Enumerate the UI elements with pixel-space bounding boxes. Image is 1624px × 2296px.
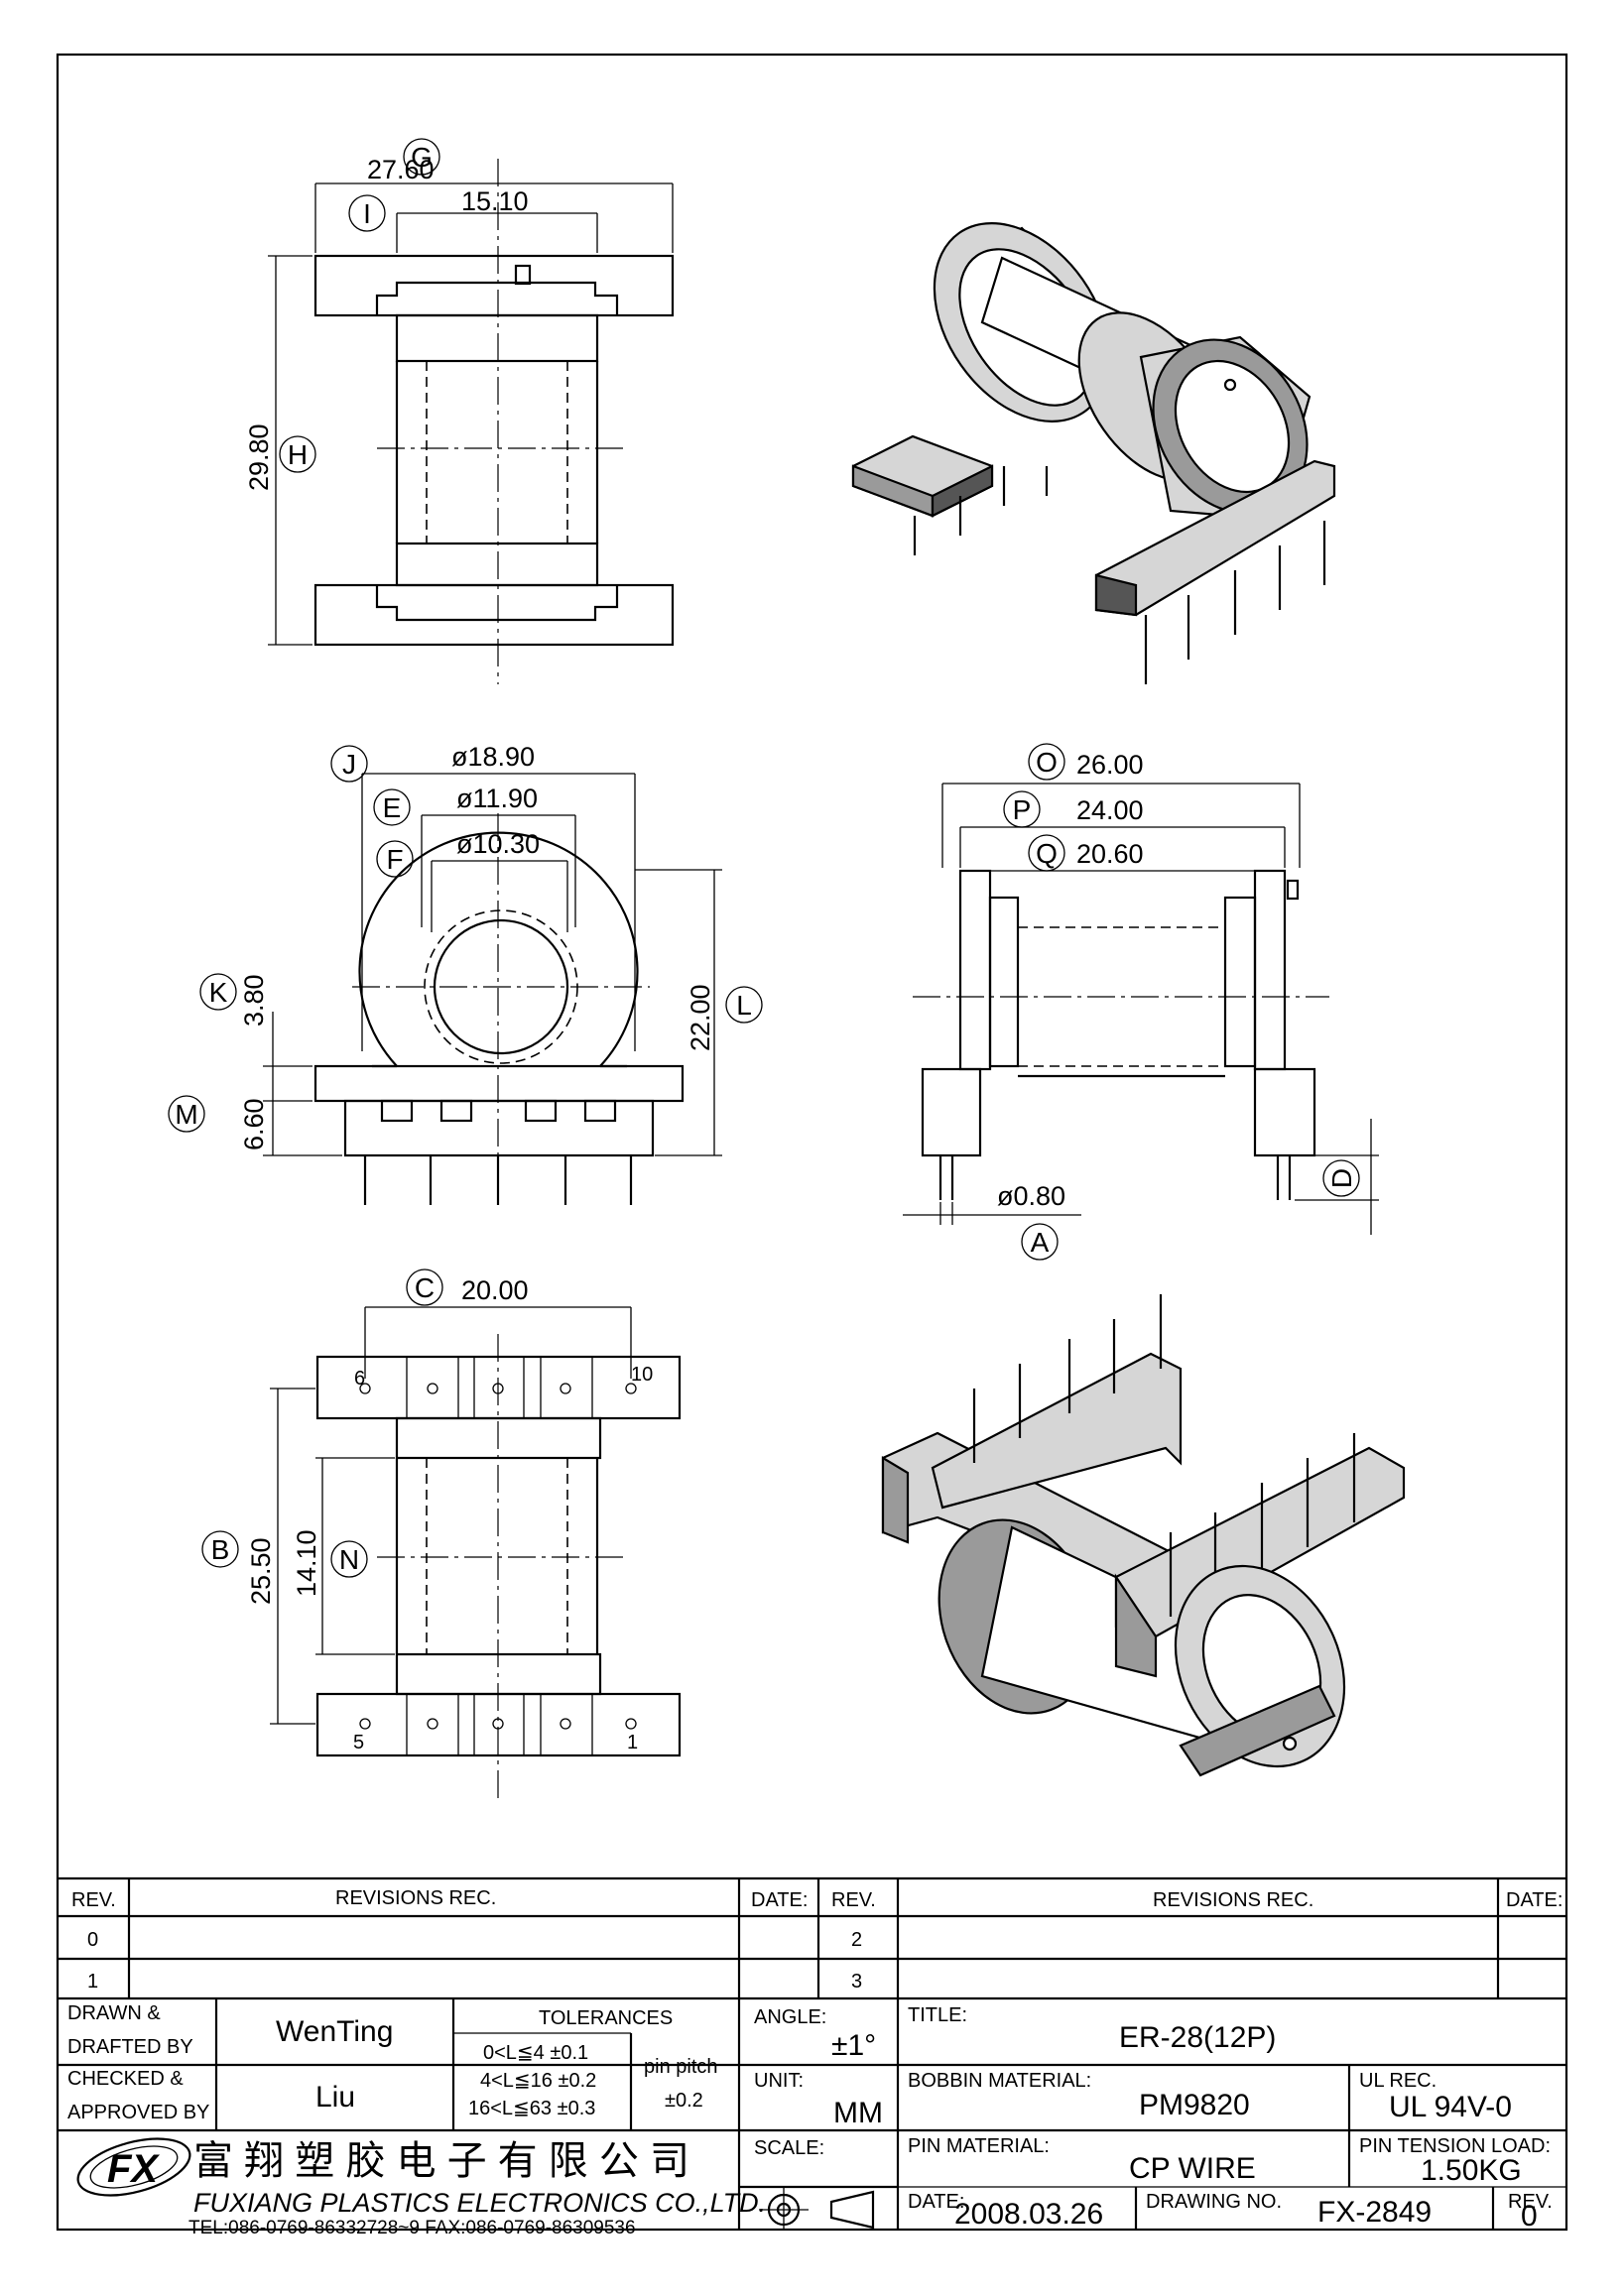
pin-number: 6 [354, 1368, 365, 1390]
dim-J-value: ø18.90 [451, 742, 535, 772]
dim-I-value: 15.10 [461, 186, 529, 216]
tolerances-label: TOLERANCES [539, 2007, 673, 2029]
date-header-right: DATE: [1506, 1889, 1562, 1911]
dim-N-value: 14.10 [292, 1529, 321, 1597]
rev-header-right: REV. [831, 1889, 876, 1911]
dim-G-label: G [411, 142, 433, 173]
ul-label: UL REC. [1359, 2070, 1437, 2092]
dim-B-value: 25.50 [246, 1537, 276, 1605]
bottom-view: 6 10 5 1 20.00 C 25.50 B 14.10 N [201, 1269, 682, 1800]
title-value: ER-28(12P) [1119, 2021, 1276, 2054]
dim-A-value: ø0.80 [997, 1181, 1065, 1211]
dim-O-value: 26.00 [1076, 750, 1144, 780]
projection-symbol-icon [759, 2187, 875, 2230]
logo-text: FX [107, 2147, 160, 2191]
company-name-cn: 富 翔 塑 胶 电 子 有 限 公 司 [193, 2139, 689, 2183]
dim-A-label: A [1031, 1227, 1050, 1258]
title-block: REV. REVISIONS REC. DATE: REV. REVISIONS… [58, 1876, 1566, 2238]
pin-pitch-value: ±0.2 [665, 2090, 703, 2112]
isometric-view-top [851, 222, 1336, 684]
dim-E-label: E [383, 792, 402, 823]
checked-by: Liu [315, 2081, 355, 2114]
company-logo: FX [76, 2137, 191, 2197]
dim-F-label: F [386, 844, 403, 875]
dim-G-value: 27.60 [367, 155, 435, 184]
date-value: 2008.03.26 [954, 2198, 1103, 2231]
drawing-no-value: FX-2849 [1317, 2196, 1432, 2229]
dim-J-label: J [342, 749, 356, 780]
rev-row: 2 [851, 1929, 862, 1951]
dim-N-label: N [339, 1544, 359, 1575]
end-view: ø18.90 J ø11.90 E ø10.30 F 22.00 L 3.80 … [168, 742, 763, 1205]
pin-number: 1 [627, 1732, 638, 1753]
bobbin-material-label: BOBBIN MATERIAL: [908, 2070, 1091, 2092]
ul-value: UL 94V-0 [1389, 2091, 1512, 2123]
drawn-label: DRAWN &DRAFTED BY [67, 2002, 193, 2058]
dim-O-label: O [1036, 747, 1058, 778]
dim-B-label: B [211, 1534, 230, 1565]
company-name-en: FUXIANG PLASTICS ELECTRONICS CO.,LTD. [193, 2188, 766, 2218]
dim-P-value: 24.00 [1076, 795, 1144, 825]
dim-C-value: 20.00 [461, 1275, 529, 1305]
drawing-border [56, 53, 1568, 2232]
date-label: DATE: [908, 2191, 964, 2213]
dim-Q-label: Q [1036, 838, 1058, 869]
rev-row: 1 [87, 1971, 98, 1993]
rev-row: 3 [851, 1971, 862, 1993]
rev-value: 0 [1521, 2200, 1538, 2233]
angle-value: ±1° [831, 2029, 876, 2062]
drawn-by: WenTing [276, 2015, 393, 2048]
dim-L-label: L [736, 990, 752, 1021]
dim-H-value: 29.80 [244, 423, 274, 491]
pin-number: 10 [631, 1364, 653, 1386]
date-header: DATE: [751, 1889, 808, 1911]
unit-value: MM [833, 2097, 883, 2129]
front-view: 27.60 G 15.10 I 29.80 H [244, 138, 675, 684]
rev-label: REV. [1508, 2191, 1553, 2213]
revisions-header: REVISIONS REC. [335, 1887, 496, 1909]
unit-label: UNIT: [754, 2070, 804, 2092]
dim-Q-value: 20.60 [1076, 839, 1144, 869]
revisions-header-right: REVISIONS REC. [1153, 1889, 1313, 1911]
dim-K-value: 3.80 [239, 974, 269, 1027]
dim-I-label: I [363, 198, 371, 229]
tol-row: 0<L≦4 ±0.1 [483, 2042, 588, 2064]
checked-label: CHECKED &APPROVED BY [67, 2068, 209, 2123]
dim-E-value: ø11.90 [456, 784, 538, 813]
company-contact: TEL:086-0769-86332728~9 FAX:086-0769-863… [188, 2218, 636, 2238]
dim-D-label: D [1326, 1168, 1357, 1188]
pin-number: 5 [353, 1732, 364, 1753]
dim-M-value: 6.60 [239, 1098, 269, 1150]
dim-K-label: K [209, 977, 228, 1008]
pin-pitch-label: pin pitch [644, 2056, 718, 2078]
isometric-view-bottom [881, 1294, 1406, 1777]
tol-row: 16<L≦63 ±0.3 [468, 2098, 595, 2119]
pin-tension-value: 1.50KG [1421, 2154, 1522, 2187]
pin-material-value: CP WIRE [1129, 2152, 1256, 2185]
angle-label: ANGLE: [754, 2006, 826, 2028]
dim-M-label: M [175, 1099, 197, 1130]
tol-row: 4<L≦16 ±0.2 [480, 2070, 596, 2092]
scale-label: SCALE: [754, 2137, 824, 2159]
dim-H-label: H [288, 439, 308, 470]
pin-material-label: PIN MATERIAL: [908, 2135, 1050, 2157]
drawing-no-label: DRAWING NO. [1146, 2191, 1282, 2213]
rev-header: REV. [71, 1889, 116, 1911]
rev-row: 0 [87, 1929, 98, 1951]
dim-L-value: 22.00 [686, 984, 715, 1051]
bobbin-material-value: PM9820 [1139, 2089, 1250, 2121]
dim-C-label: C [415, 1272, 435, 1303]
pin-tension-label: PIN TENSION LOAD: [1359, 2135, 1551, 2157]
dim-P-label: P [1013, 794, 1032, 825]
side-view: 26.00 O 24.00 P 20.60 Q ø0.80 A D [903, 743, 1379, 1261]
dim-F-value: ø10.30 [456, 829, 540, 859]
title-label: TITLE: [908, 2004, 967, 2026]
